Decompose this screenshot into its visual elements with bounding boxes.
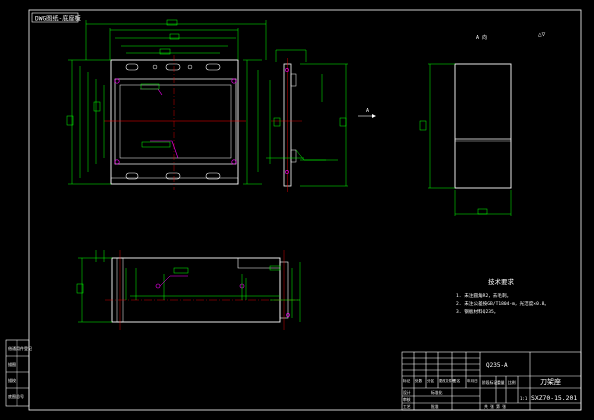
side-section-view[interactable]: A bbox=[266, 49, 376, 192]
title-label: 年月日 bbox=[467, 378, 478, 383]
a-direction-view[interactable]: A 向 bbox=[419, 34, 512, 216]
front-view[interactable] bbox=[66, 19, 267, 190]
title-label: 分区 bbox=[427, 378, 435, 383]
slot bbox=[165, 63, 181, 71]
title-block[interactable] bbox=[401, 351, 582, 411]
slot bbox=[165, 172, 181, 180]
slot bbox=[205, 63, 221, 71]
surface-finish-mark: △▽ bbox=[538, 31, 546, 38]
title-drawing-number: SXZ70-15.201 bbox=[531, 394, 577, 402]
title-label: 处数 bbox=[415, 378, 423, 383]
view-a-outline bbox=[454, 63, 512, 189]
dimensions-right bbox=[140, 59, 262, 185]
bottom-view[interactable] bbox=[76, 250, 301, 330]
corner-tag-text: DWG图纸-底座板 bbox=[35, 15, 81, 23]
title-label: 比例 bbox=[508, 380, 516, 385]
title-part-name: 刀架座 bbox=[540, 377, 561, 386]
tech-req-item: 2. 未注公差按GB/T1804-m，光洁度×0.8。 bbox=[456, 300, 549, 307]
title-label: 签名 bbox=[453, 378, 461, 383]
title-label: 设计 bbox=[403, 390, 411, 395]
title-label: 更改文件号 bbox=[439, 378, 455, 383]
title-material: Q235-A bbox=[486, 362, 508, 369]
slot bbox=[125, 172, 139, 180]
tech-req-title: 技术要求 bbox=[488, 277, 515, 286]
left-strip: 借通用件登记 描图 描校 底图总号 bbox=[5, 339, 32, 407]
dimensions-left bbox=[66, 59, 111, 185]
front-view-inner bbox=[119, 84, 232, 159]
title-label: 重量 bbox=[497, 380, 505, 385]
title-scale: 1:1 bbox=[520, 396, 528, 401]
title-label: 标记 bbox=[403, 378, 411, 383]
title-label: 阶段标记 bbox=[482, 380, 497, 385]
slot bbox=[205, 172, 221, 180]
title-label: 批准 bbox=[431, 404, 439, 409]
dimensions-bottom bbox=[76, 250, 301, 323]
title-label: 审核 bbox=[403, 397, 411, 402]
strip-label: 描校 bbox=[8, 377, 16, 383]
tech-req-item: 1. 未注圆角R2，去毛刺。 bbox=[456, 292, 511, 299]
section-label: A bbox=[366, 108, 369, 114]
tech-requirements: 技术要求 1. 未注圆角R2，去毛刺。 2. 未注公差按GB/T1804-m，光… bbox=[456, 277, 549, 315]
strip-label: 描图 bbox=[8, 361, 16, 367]
corner-tag: DWG图纸-底座板 bbox=[31, 12, 81, 23]
front-view-window bbox=[114, 78, 237, 165]
slot bbox=[125, 63, 139, 71]
strip-label: 底图总号 bbox=[8, 393, 24, 399]
view-a-label: A 向 bbox=[476, 34, 487, 41]
tech-req-item: 3. 钢板材料Q235。 bbox=[456, 308, 498, 315]
title-label: 工艺 bbox=[403, 404, 411, 409]
front-view-outline bbox=[110, 59, 239, 185]
title-sheet-count: 共 张 第 张 bbox=[484, 404, 506, 409]
dimensions-top bbox=[85, 19, 267, 60]
sheet-border bbox=[28, 9, 582, 411]
bottom-view-outline bbox=[111, 257, 281, 323]
title-label: 标准化 bbox=[431, 390, 443, 395]
strip-label: 借通用件登记 bbox=[8, 345, 32, 351]
